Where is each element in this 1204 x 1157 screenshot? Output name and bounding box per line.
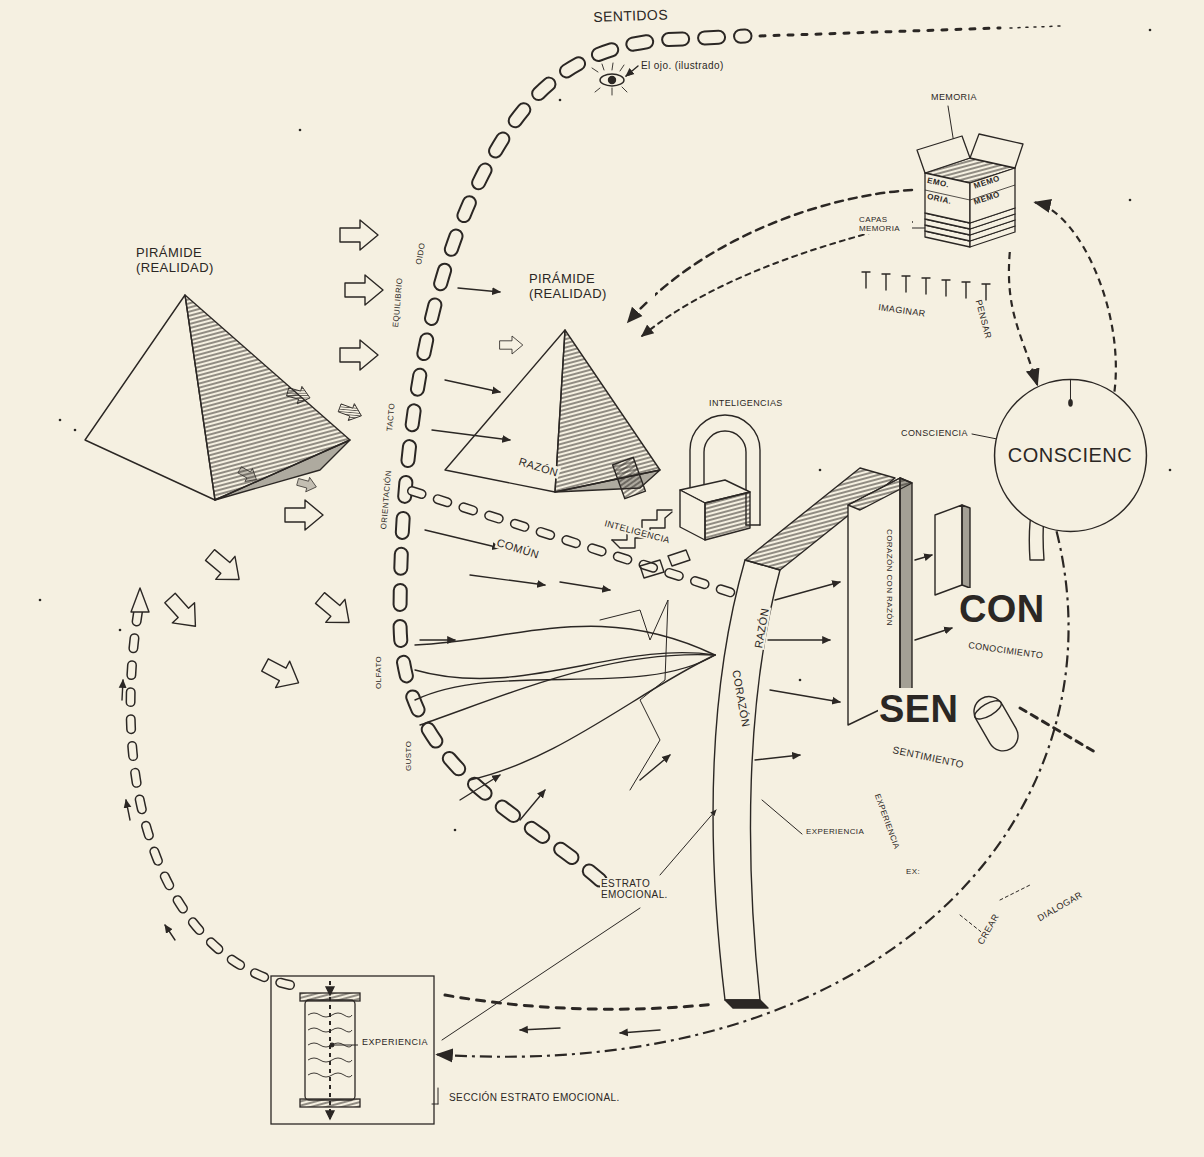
connector bbox=[1035, 202, 1116, 391]
label-text: EXPERIENCIA bbox=[872, 792, 901, 852]
label-text: OIDO bbox=[415, 241, 428, 266]
eye-illustration bbox=[592, 63, 638, 95]
label-text: OLFATO bbox=[375, 655, 384, 690]
big-word: CON bbox=[958, 588, 1046, 631]
label-text: ESTRATO EMOCIONAL. bbox=[600, 878, 702, 900]
label-text: EX: bbox=[905, 868, 921, 877]
node-text: EXPERIENCIA bbox=[362, 1038, 428, 1048]
label-text: CONOCIMIENTO bbox=[967, 640, 1045, 661]
label-text: EQUILIBRIO bbox=[392, 276, 405, 328]
big-word: SEN bbox=[878, 688, 959, 731]
label-text: El ojo. (ilustrado) bbox=[640, 60, 725, 71]
section-box: EXPERIENCIA bbox=[270, 975, 437, 1125]
label-text: INTELIGENCIAS bbox=[708, 398, 784, 408]
label-text: IMAGINAR bbox=[877, 302, 928, 319]
connector bbox=[1009, 252, 1037, 385]
label-text: GUSTO bbox=[405, 740, 414, 772]
common-sense-line bbox=[412, 491, 745, 597]
sense-arrows bbox=[415, 288, 715, 820]
label-text: EXPERIENCIA bbox=[805, 828, 865, 837]
node-text: CONSCIENC bbox=[1008, 444, 1133, 466]
outer-loops bbox=[122, 588, 715, 1033]
label-text: PIRÁMIDE (REALIDAD) bbox=[135, 246, 262, 275]
label-text: CONSCIENCIA bbox=[900, 428, 969, 438]
label-text: CREAR bbox=[975, 911, 1001, 947]
label-text: SENTIMIENTO bbox=[891, 744, 966, 770]
label-text: CAPAS MEMORIA bbox=[858, 216, 912, 234]
intelligence-figures bbox=[612, 415, 760, 578]
section-drawing bbox=[270, 975, 435, 1125]
label-text: CORAZÓN CON RAZÓN bbox=[884, 528, 893, 627]
memory-box: EMO.MEMOORIA.MEMO bbox=[915, 128, 1035, 252]
pyramid-left bbox=[85, 295, 350, 500]
leader-lines bbox=[432, 106, 1030, 1104]
label-text: ORIENTACIÓN bbox=[380, 469, 394, 531]
connector bbox=[437, 531, 1069, 1056]
edge-label: PENSAR bbox=[972, 298, 992, 341]
reality-arrows bbox=[159, 220, 523, 696]
label-text: TACTO bbox=[386, 402, 398, 433]
label-text: SECCIÓN ESTRATO EMOCIONAL. bbox=[448, 1092, 621, 1103]
label-text: DIALOGAR bbox=[1035, 889, 1085, 924]
label-text: SENTIDOS bbox=[592, 7, 669, 25]
scatter-dots bbox=[39, 29, 1172, 832]
label-text: PIRÁMIDE (REALIDAD) bbox=[528, 272, 655, 301]
consciousness-circle: CONSCIENC bbox=[993, 378, 1148, 533]
label-text: COMÚN bbox=[494, 536, 541, 561]
label-text: MEMORIA bbox=[930, 92, 978, 102]
